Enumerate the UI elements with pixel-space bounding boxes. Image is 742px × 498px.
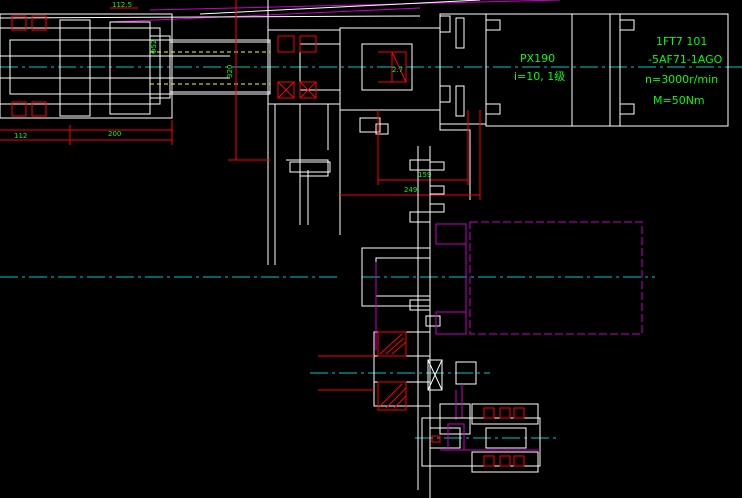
pinion-red-parts: [431, 407, 525, 467]
bearing-lower-2: [31, 101, 47, 117]
dim-top-right: 2.7: [392, 66, 403, 74]
dim-lower-left-1: 112: [14, 132, 27, 140]
dim-top-small: 112.5: [112, 1, 132, 9]
bearings: [11, 15, 407, 117]
bearing-upper-1: [11, 15, 27, 31]
dim-left-vertical: 320: [226, 65, 234, 78]
upper-spindle-assembly: [0, 0, 729, 265]
magenta-outlines: [375, 221, 643, 420]
bearing-lower-1: [11, 101, 27, 117]
lower-gear: [318, 331, 407, 411]
motor-labels: PX190 i=10, 1级 1FT7 101 -5AF71-1AGO n=30…: [514, 35, 723, 107]
center-lines: [0, 66, 742, 439]
dim-lower-left-2: 200: [108, 130, 121, 138]
upper-bolts: [359, 15, 635, 135]
bearing-lower-4: [299, 81, 317, 99]
dimension-lines: [0, 0, 481, 200]
bearing-mid: [391, 51, 407, 83]
construction-lines: [0, 0, 561, 23]
motor-code: -5AF71-1AGO: [648, 53, 723, 66]
motor-model: 1FT7 101: [656, 35, 707, 48]
bearing-lower-3: [277, 81, 295, 99]
motor-speed: n=3000r/min: [645, 73, 718, 86]
dim-mid-2: 249: [404, 186, 417, 194]
pinion-assembly: [421, 403, 541, 498]
motor-torque: M=50Nm: [653, 94, 705, 107]
dimension-labels: 112.5 320 Φ52 112 200 159 249 2.7: [14, 1, 431, 194]
dim-mid-1: 159: [418, 171, 431, 179]
bearing-upper-4: [299, 35, 317, 53]
hidden-lines: [150, 51, 270, 85]
bearing-upper-2: [31, 15, 47, 31]
pinion-magenta-parts: [440, 423, 540, 451]
bearing-upper-3: [277, 35, 295, 53]
dim-shaft-marker: Φ52: [150, 40, 158, 54]
gearbox-label: PX190: [520, 52, 555, 65]
ratio-label: i=10, 1级: [514, 70, 565, 83]
